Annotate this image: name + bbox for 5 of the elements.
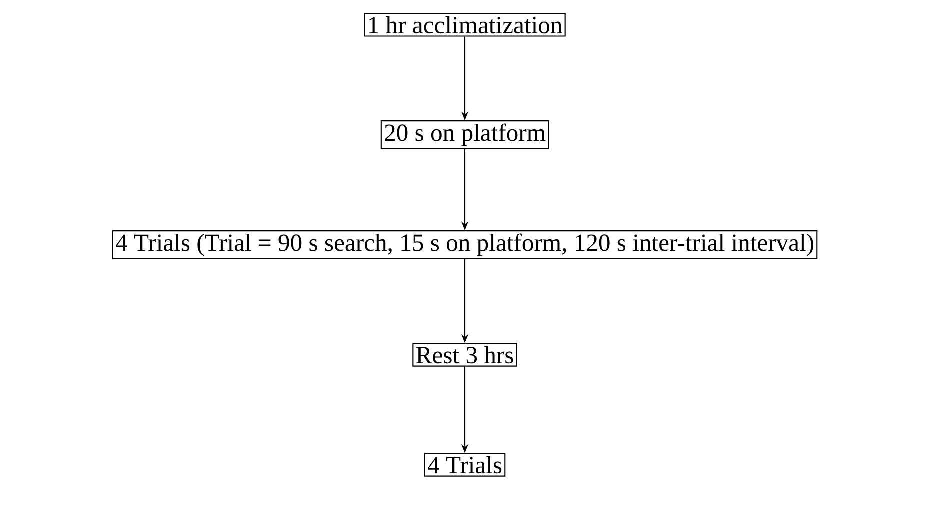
process-box: Rest 3 hrs — [412, 343, 518, 367]
process-box: 4 Trials (Trial = 90 s search, 15 s on platform, 120 s inter-trial interval) — [112, 230, 818, 260]
process-box: 1 hr acclimatization — [364, 13, 566, 37]
process-box: 20 s on platform — [380, 120, 550, 150]
process-box: 4 Trials — [424, 453, 506, 477]
